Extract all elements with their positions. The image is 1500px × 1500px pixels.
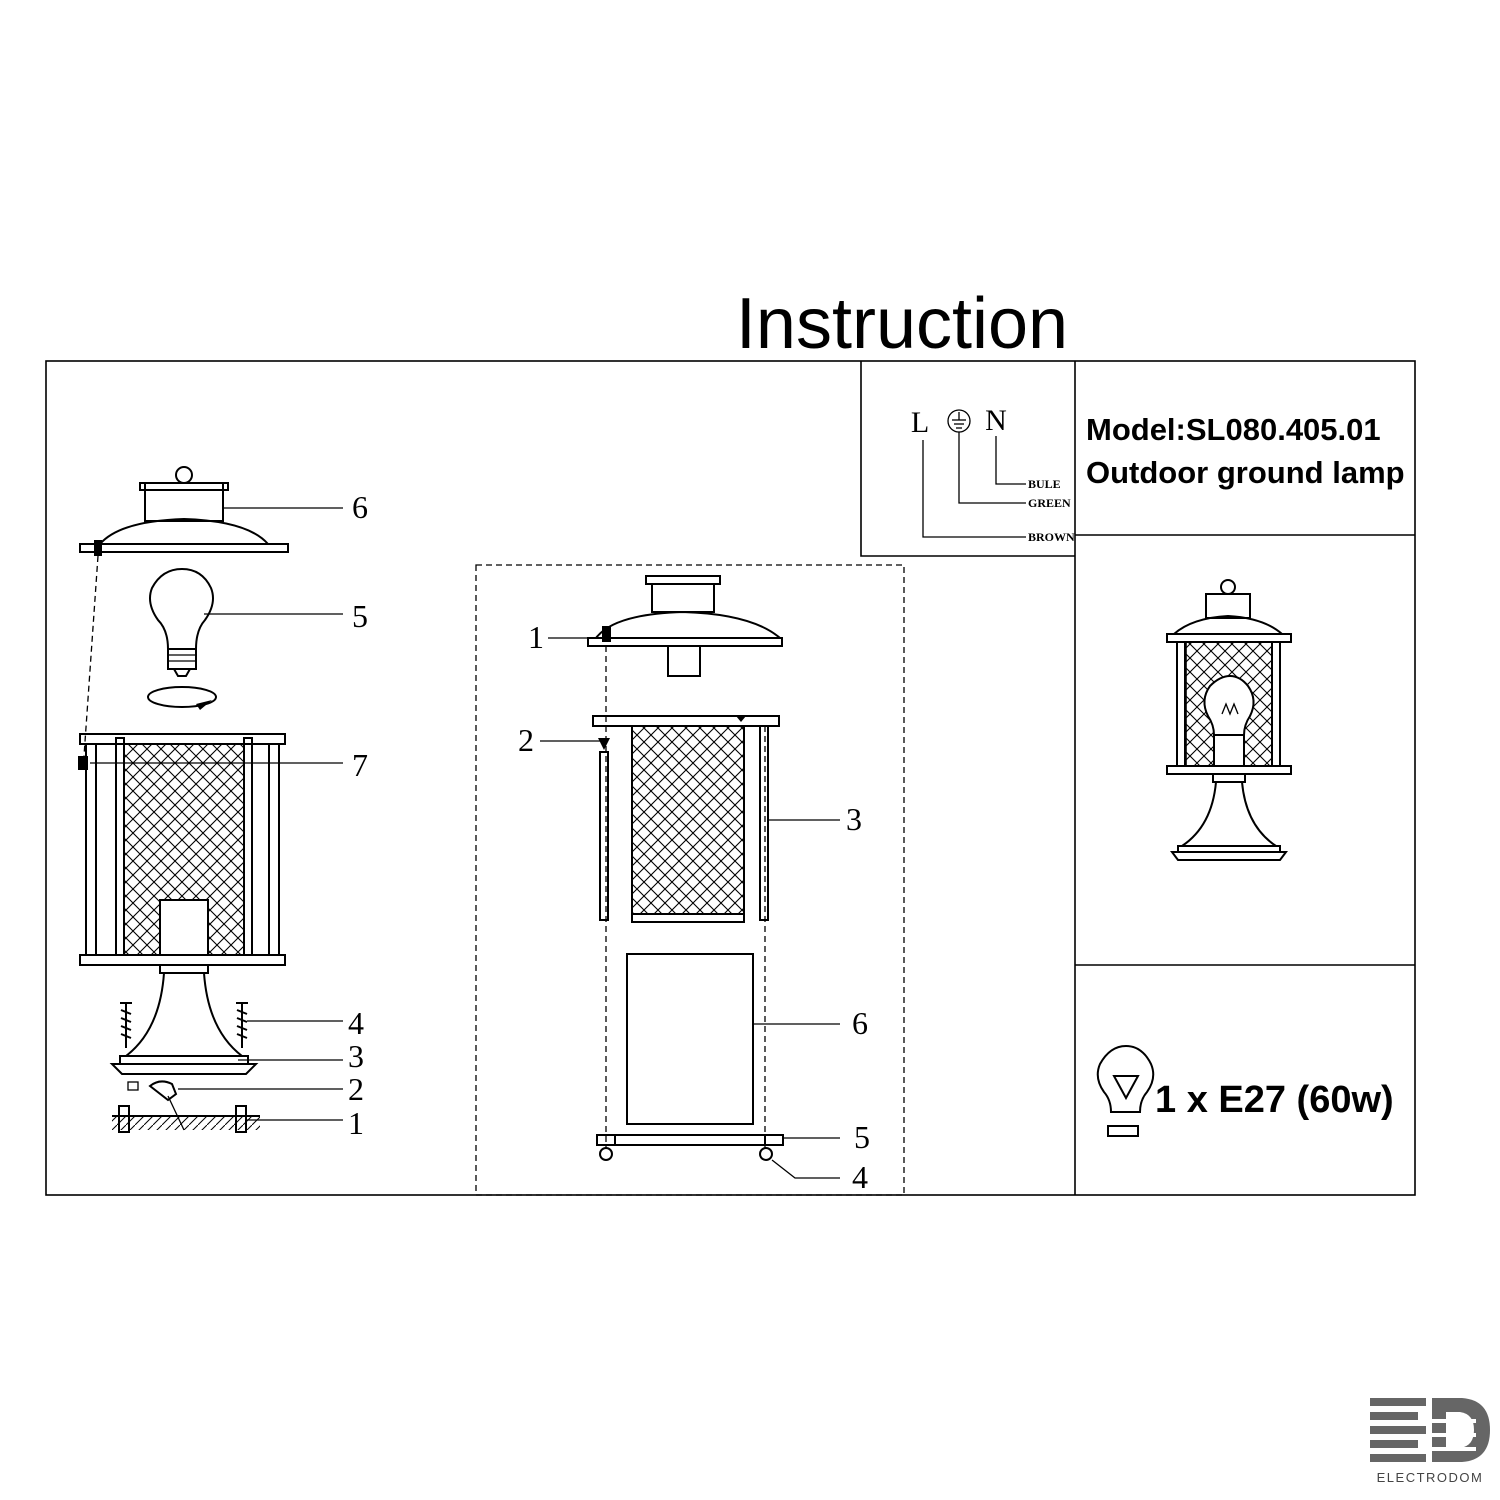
product-type: Outdoor ground lamp — [1086, 455, 1405, 490]
terminal-neutral-label: N — [985, 404, 1007, 437]
alignment-line — [83, 555, 99, 757]
assembled-lamp-preview — [1166, 579, 1292, 861]
inner-panel — [626, 953, 754, 1125]
terminal-live-label: L — [911, 406, 929, 439]
assembly-label-frame-screw: 2 — [518, 722, 534, 758]
wire-label-green: GREEN — [1028, 496, 1071, 510]
part-label-screw: 7 — [352, 747, 368, 783]
layout-frame — [45, 360, 1416, 1196]
live-wire — [922, 440, 1026, 538]
part-label-base: 3 — [348, 1038, 364, 1074]
assembly-roof — [587, 575, 783, 677]
neutral-wire — [995, 436, 1026, 485]
rotate-arrow-icon — [147, 686, 217, 710]
part-label-bulb: 5 — [352, 598, 368, 634]
assembly-label-panel: 6 — [852, 1005, 868, 1041]
screw-icon — [120, 1002, 248, 1048]
exploded-view: 6 5 7 4 3 2 1 — [78, 466, 368, 1141]
light-bulb-icon — [149, 567, 214, 677]
earth-wire — [958, 432, 1026, 504]
bulb-spec-text: 1 x E27 (60w) — [1155, 1079, 1394, 1121]
assembly-label-feet: 4 — [852, 1159, 868, 1195]
assembly-base — [596, 1134, 784, 1161]
assembly-frame — [592, 715, 780, 923]
ground-surface — [112, 1105, 260, 1133]
lamp-roof — [79, 466, 289, 556]
wire-label-blue: BULE — [1028, 477, 1061, 491]
logo-mark — [1370, 1398, 1490, 1462]
part-label-connector: 2 — [348, 1071, 364, 1107]
assembly-label-rod: 3 — [846, 801, 862, 837]
model-number: Model:SL080.405.01 — [1086, 412, 1381, 447]
part-label-anchor: 1 — [348, 1105, 364, 1141]
light-bulb-icon — [1096, 1044, 1155, 1137]
assembly-leader-lines — [540, 637, 840, 1179]
part-label-cap: 6 — [352, 489, 368, 525]
leader-lines — [90, 507, 343, 1121]
earth-ground-icon — [947, 409, 971, 433]
part-label-base-screws: 4 — [348, 1005, 364, 1041]
page-title: Instruction — [736, 284, 1068, 364]
assembly-label-roof-screw: 1 — [528, 619, 544, 655]
assembly-label-base: 5 — [854, 1119, 870, 1155]
lantern-body — [78, 733, 286, 966]
logo-text: ELECTRODOM — [1377, 1470, 1484, 1485]
assembly-view: 1 2 3 6 5 4 — [518, 575, 870, 1195]
lamp-base — [109, 964, 259, 1075]
electrodom-logo: ELECTRODOM — [1370, 1398, 1490, 1485]
wiring-diagram: L N BULE GREEN BROWN — [911, 404, 1075, 544]
bulb-spec: 1 x E27 (60w) — [1096, 1044, 1394, 1137]
wire-label-brown: BROWN — [1028, 530, 1075, 544]
